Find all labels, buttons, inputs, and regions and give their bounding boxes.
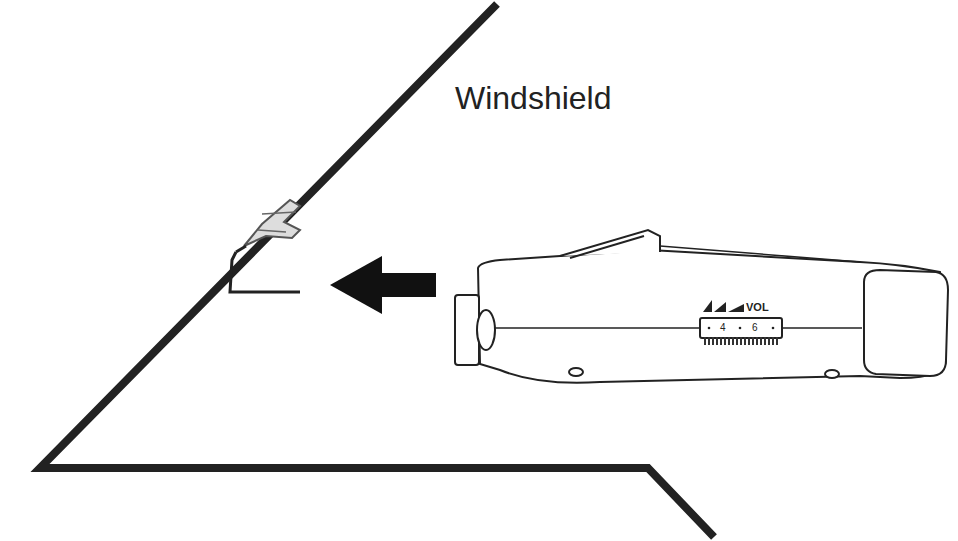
radar-detector bbox=[455, 230, 948, 383]
scale-number: 6 bbox=[752, 323, 758, 333]
windshield-label: Windshield bbox=[455, 82, 612, 114]
volume-label: VOL bbox=[746, 302, 769, 313]
mounting-arrow bbox=[330, 256, 436, 314]
windshield-mount bbox=[230, 200, 300, 292]
scale-number: 4 bbox=[720, 323, 726, 333]
